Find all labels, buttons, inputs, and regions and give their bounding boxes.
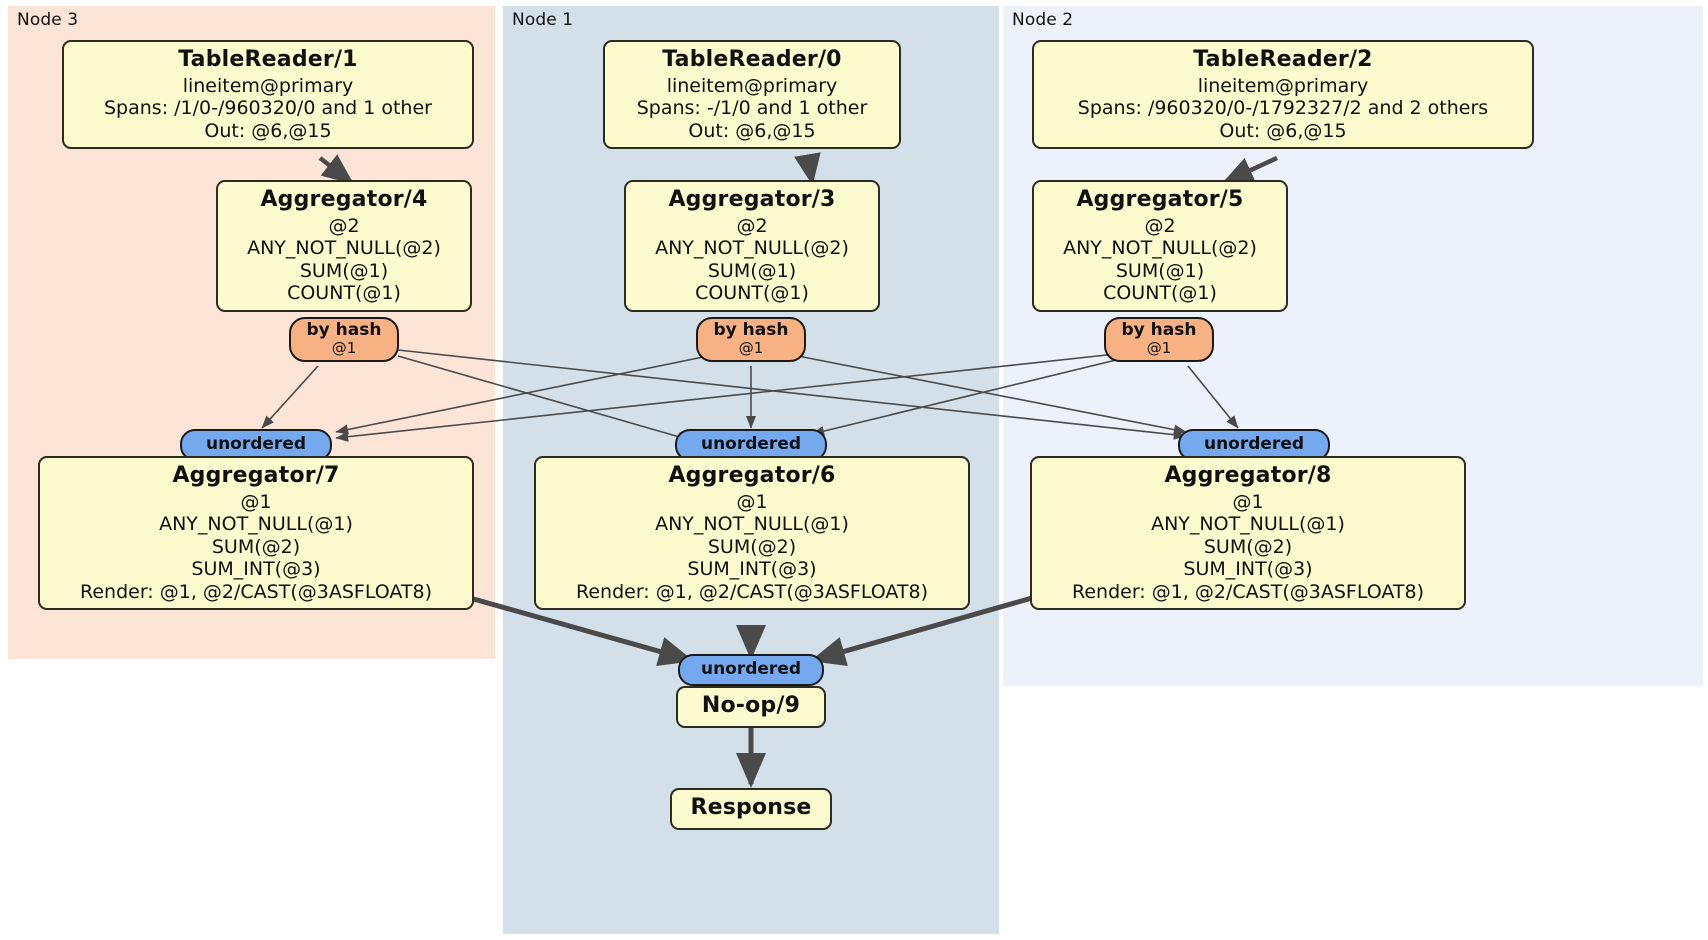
router-column: @1 — [738, 339, 764, 358]
box-line: @1 — [1232, 490, 1264, 513]
box-line: lineitem@primary — [666, 74, 838, 97]
box-title: TableReader/0 — [662, 47, 842, 72]
hash-router-aggregator-4[interactable]: by hash @1 — [289, 317, 399, 362]
processor-box-aggregator-7[interactable]: Aggregator/7 @1 ANY_NOT_NULL(@1) SUM(@2)… — [38, 456, 474, 610]
box-line: @2 — [736, 214, 768, 237]
box-line: SUM(@1) — [299, 259, 389, 282]
box-line: Render: @1, @2/CAST(@3ASFLOAT8) — [576, 580, 928, 603]
processor-box-aggregator-5[interactable]: Aggregator/5 @2 ANY_NOT_NULL(@2) SUM(@1)… — [1032, 180, 1288, 312]
box-title: Aggregator/6 — [668, 463, 836, 488]
hash-router-aggregator-3[interactable]: by hash @1 — [696, 317, 806, 362]
box-line: Out: @6,@15 — [1219, 119, 1347, 142]
box-line: ANY_NOT_NULL(@2) — [655, 237, 849, 260]
unordered-synchronizer-noop-9[interactable]: unordered — [678, 654, 824, 687]
box-line: COUNT(@1) — [287, 282, 401, 305]
box-line: SUM_INT(@3) — [687, 558, 817, 581]
box-line: ANY_NOT_NULL(@1) — [655, 513, 849, 536]
processor-box-aggregator-4[interactable]: Aggregator/4 @2 ANY_NOT_NULL(@2) SUM(@1)… — [216, 180, 472, 312]
hash-router-aggregator-5[interactable]: by hash @1 — [1104, 317, 1214, 362]
box-line: Render: @1, @2/CAST(@3ASFLOAT8) — [1072, 580, 1424, 603]
box-line: Render: @1, @2/CAST(@3ASFLOAT8) — [80, 580, 432, 603]
box-title: TableReader/1 — [178, 47, 358, 72]
box-title: Aggregator/8 — [1164, 463, 1332, 488]
box-line: Spans: -/1/0 and 1 other — [636, 97, 868, 120]
processor-box-response[interactable]: Response — [670, 788, 832, 830]
box-title: No-op/9 — [701, 693, 801, 718]
box-line: @2 — [1144, 214, 1176, 237]
box-title: Aggregator/5 — [1076, 187, 1244, 212]
box-line: Spans: /960320/0-/1792327/2 and 2 others — [1077, 97, 1489, 120]
processor-box-no-op-9[interactable]: No-op/9 — [676, 686, 826, 728]
processor-box-aggregator-6[interactable]: Aggregator/6 @1 ANY_NOT_NULL(@1) SUM(@2)… — [534, 456, 970, 610]
processor-box-aggregator-8[interactable]: Aggregator/8 @1 ANY_NOT_NULL(@1) SUM(@2)… — [1030, 456, 1466, 610]
box-line: SUM(@1) — [707, 259, 797, 282]
box-line: lineitem@primary — [1197, 74, 1369, 97]
router-label: by hash — [306, 320, 382, 340]
box-line: SUM(@2) — [211, 535, 301, 558]
router-column: @1 — [1146, 339, 1172, 358]
box-line: Out: @6,@15 — [688, 119, 816, 142]
box-line: ANY_NOT_NULL(@2) — [247, 237, 441, 260]
node-panel-label-node2: Node 2 — [1012, 10, 1074, 30]
router-label: by hash — [1121, 320, 1197, 340]
box-line: Out: @6,@15 — [204, 119, 332, 142]
box-line: COUNT(@1) — [695, 282, 809, 305]
unordered-synchronizer-aggregator-7[interactable]: unordered — [180, 429, 332, 462]
box-line: SUM(@1) — [1115, 259, 1205, 282]
processor-box-table-reader-1[interactable]: TableReader/1 lineitem@primary Spans: /1… — [62, 40, 474, 150]
box-line: ANY_NOT_NULL(@1) — [1151, 513, 1345, 536]
box-title: TableReader/2 — [1193, 47, 1373, 72]
box-line: SUM(@2) — [707, 535, 797, 558]
box-line: @1 — [736, 490, 768, 513]
synchronizer-label: unordered — [700, 434, 802, 454]
node-panel-label-node3: Node 3 — [17, 10, 79, 30]
box-line: COUNT(@1) — [1103, 282, 1217, 305]
router-label: by hash — [713, 320, 789, 340]
unordered-synchronizer-aggregator-6[interactable]: unordered — [675, 429, 827, 462]
box-line: SUM_INT(@3) — [191, 558, 321, 581]
box-line: SUM_INT(@3) — [1183, 558, 1313, 581]
processor-box-table-reader-0[interactable]: TableReader/0 lineitem@primary Spans: -/… — [603, 40, 901, 150]
box-title: Aggregator/7 — [172, 463, 340, 488]
processor-box-aggregator-3[interactable]: Aggregator/3 @2 ANY_NOT_NULL(@2) SUM(@1)… — [624, 180, 880, 312]
box-line: lineitem@primary — [182, 74, 354, 97]
processor-box-table-reader-2[interactable]: TableReader/2 lineitem@primary Spans: /9… — [1032, 40, 1534, 150]
node-panel-label-node1: Node 1 — [512, 10, 574, 30]
box-title: Response — [690, 795, 812, 820]
router-column: @1 — [331, 339, 357, 358]
box-line: ANY_NOT_NULL(@1) — [159, 513, 353, 536]
box-line: @1 — [240, 490, 272, 513]
box-line: Spans: /1/0-/960320/0 and 1 other — [104, 97, 432, 120]
box-line: SUM(@2) — [1203, 535, 1293, 558]
synchronizer-label: unordered — [700, 659, 802, 679]
box-title: Aggregator/4 — [260, 187, 428, 212]
box-title: Aggregator/3 — [668, 187, 836, 212]
synchronizer-label: unordered — [1203, 434, 1305, 454]
box-line: ANY_NOT_NULL(@2) — [1063, 237, 1257, 260]
box-line: @2 — [328, 214, 360, 237]
synchronizer-label: unordered — [205, 434, 307, 454]
